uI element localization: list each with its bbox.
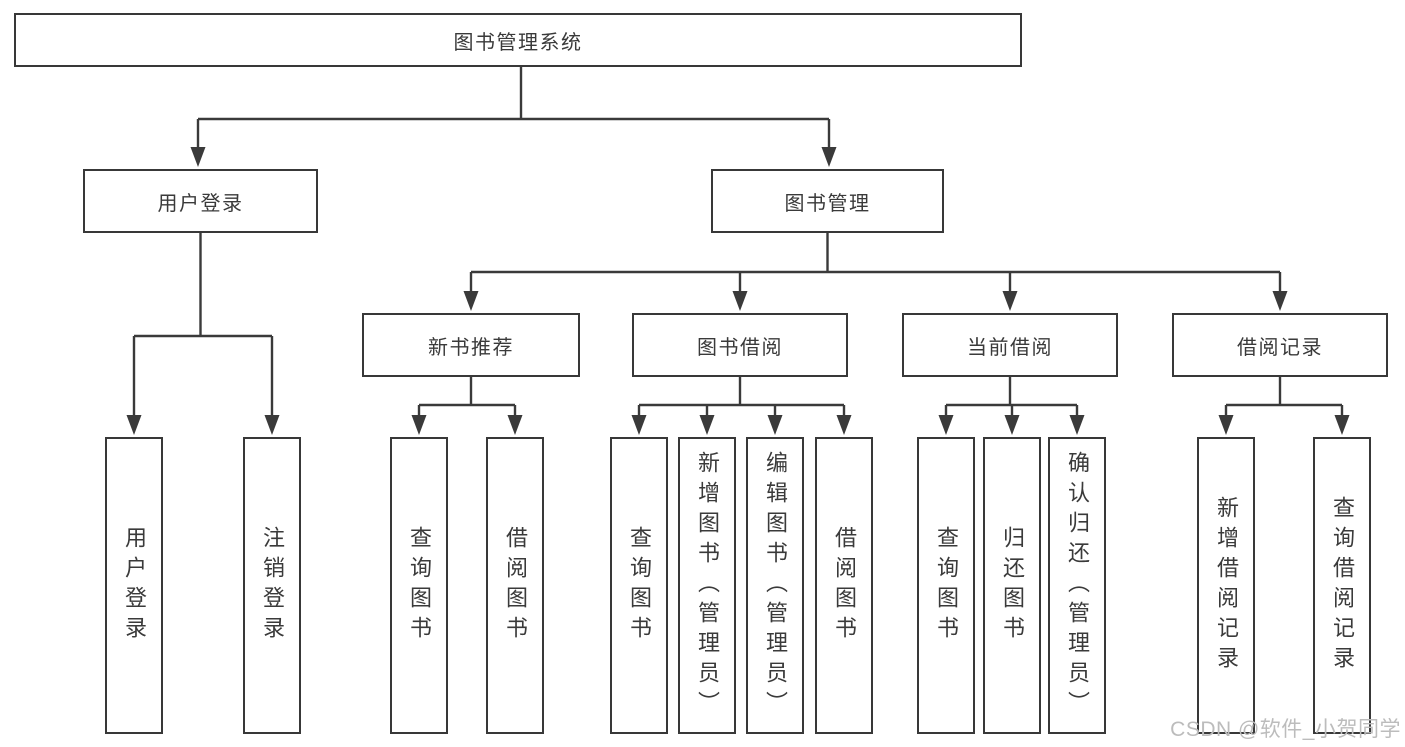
arrowhead-down-icon <box>1272 291 1288 311</box>
leaf-edit-book-admin: 编辑图书（管理员） <box>746 437 804 734</box>
leaf-logout: 注销登录 <box>243 437 301 734</box>
node-book-management: 图书管理 <box>711 169 944 233</box>
leaf-add-book-admin: 新增图书（管理员） <box>678 437 736 734</box>
node-new-book-recommend: 新书推荐 <box>362 313 580 377</box>
arrowhead-down-icon <box>1002 291 1018 311</box>
arrowhead-down-icon <box>699 415 715 435</box>
branch-connector <box>631 377 852 435</box>
leaf-label: 注销登录 <box>260 525 285 646</box>
leaf-confirm-return-admin: 确认归还（管理员） <box>1048 437 1106 734</box>
node-current-borrow: 当前借阅 <box>902 313 1118 377</box>
leaf-label: 查询图书 <box>627 525 652 646</box>
arrowhead-down-icon <box>126 415 142 435</box>
leaf-borrow-book: 借阅图书 <box>815 437 873 734</box>
leaf-borrow-book-recommend: 借阅图书 <box>486 437 544 734</box>
branch-connector <box>190 67 837 167</box>
arrowhead-down-icon <box>1069 415 1085 435</box>
leaf-label: 查询图书 <box>934 525 959 646</box>
leaf-add-borrow-record: 新增借阅记录 <box>1197 437 1255 734</box>
node-borrow-record: 借阅记录 <box>1172 313 1388 377</box>
node-label: 图书管理 <box>784 192 871 215</box>
leaf-label: 新增借阅记录 <box>1214 495 1239 676</box>
arrowhead-down-icon <box>507 415 523 435</box>
arrowhead-down-icon <box>732 291 748 311</box>
leaf-query-book-current: 查询图书 <box>917 437 975 734</box>
node-label: 图书借阅 <box>697 336 783 359</box>
arrowhead-down-icon <box>836 415 852 435</box>
branch-connector <box>463 233 1288 311</box>
node-user-login: 用户登录 <box>83 169 318 233</box>
leaf-label: 归还图书 <box>1000 525 1025 646</box>
leaf-query-book: 查询图书 <box>610 437 668 734</box>
leaf-query-book-recommend: 查询图书 <box>390 437 448 734</box>
arrowhead-down-icon <box>264 415 280 435</box>
leaf-user-login: 用户登录 <box>105 437 163 734</box>
leaf-label: 编辑图书（管理员） <box>763 450 788 721</box>
node-library-system: 图书管理系统 <box>14 13 1022 67</box>
leaf-return-book: 归还图书 <box>983 437 1041 734</box>
branch-connector <box>938 377 1085 435</box>
node-label: 借阅记录 <box>1237 336 1323 359</box>
leaf-query-borrow-record: 查询借阅记录 <box>1313 437 1371 734</box>
node-book-borrow: 图书借阅 <box>632 313 848 377</box>
leaf-label: 查询借阅记录 <box>1330 495 1355 676</box>
node-label: 新书推荐 <box>428 336 514 359</box>
leaf-label: 借阅图书 <box>503 525 528 646</box>
arrowhead-down-icon <box>190 147 206 167</box>
branch-connector <box>126 233 280 435</box>
arrowhead-down-icon <box>631 415 647 435</box>
arrowhead-down-icon <box>821 147 837 167</box>
arrowhead-down-icon <box>1334 415 1350 435</box>
arrowhead-down-icon <box>1004 415 1020 435</box>
leaf-label: 查询图书 <box>407 525 432 646</box>
node-label: 用户登录 <box>157 192 244 215</box>
leaf-label: 用户登录 <box>122 525 147 646</box>
node-label: 图书管理系统 <box>453 31 583 54</box>
leaf-label: 确认归还（管理员） <box>1065 450 1090 721</box>
arrowhead-down-icon <box>463 291 479 311</box>
arrowhead-down-icon <box>411 415 427 435</box>
branch-connector <box>1218 377 1350 435</box>
node-label: 当前借阅 <box>967 336 1053 359</box>
arrowhead-down-icon <box>767 415 783 435</box>
leaf-label: 新增图书（管理员） <box>695 450 720 721</box>
leaf-label: 借阅图书 <box>832 525 857 646</box>
arrowhead-down-icon <box>938 415 954 435</box>
arrowhead-down-icon <box>1218 415 1234 435</box>
branch-connector <box>411 377 523 435</box>
watermark: CSDN @软件_小贺同学 <box>1170 718 1401 741</box>
